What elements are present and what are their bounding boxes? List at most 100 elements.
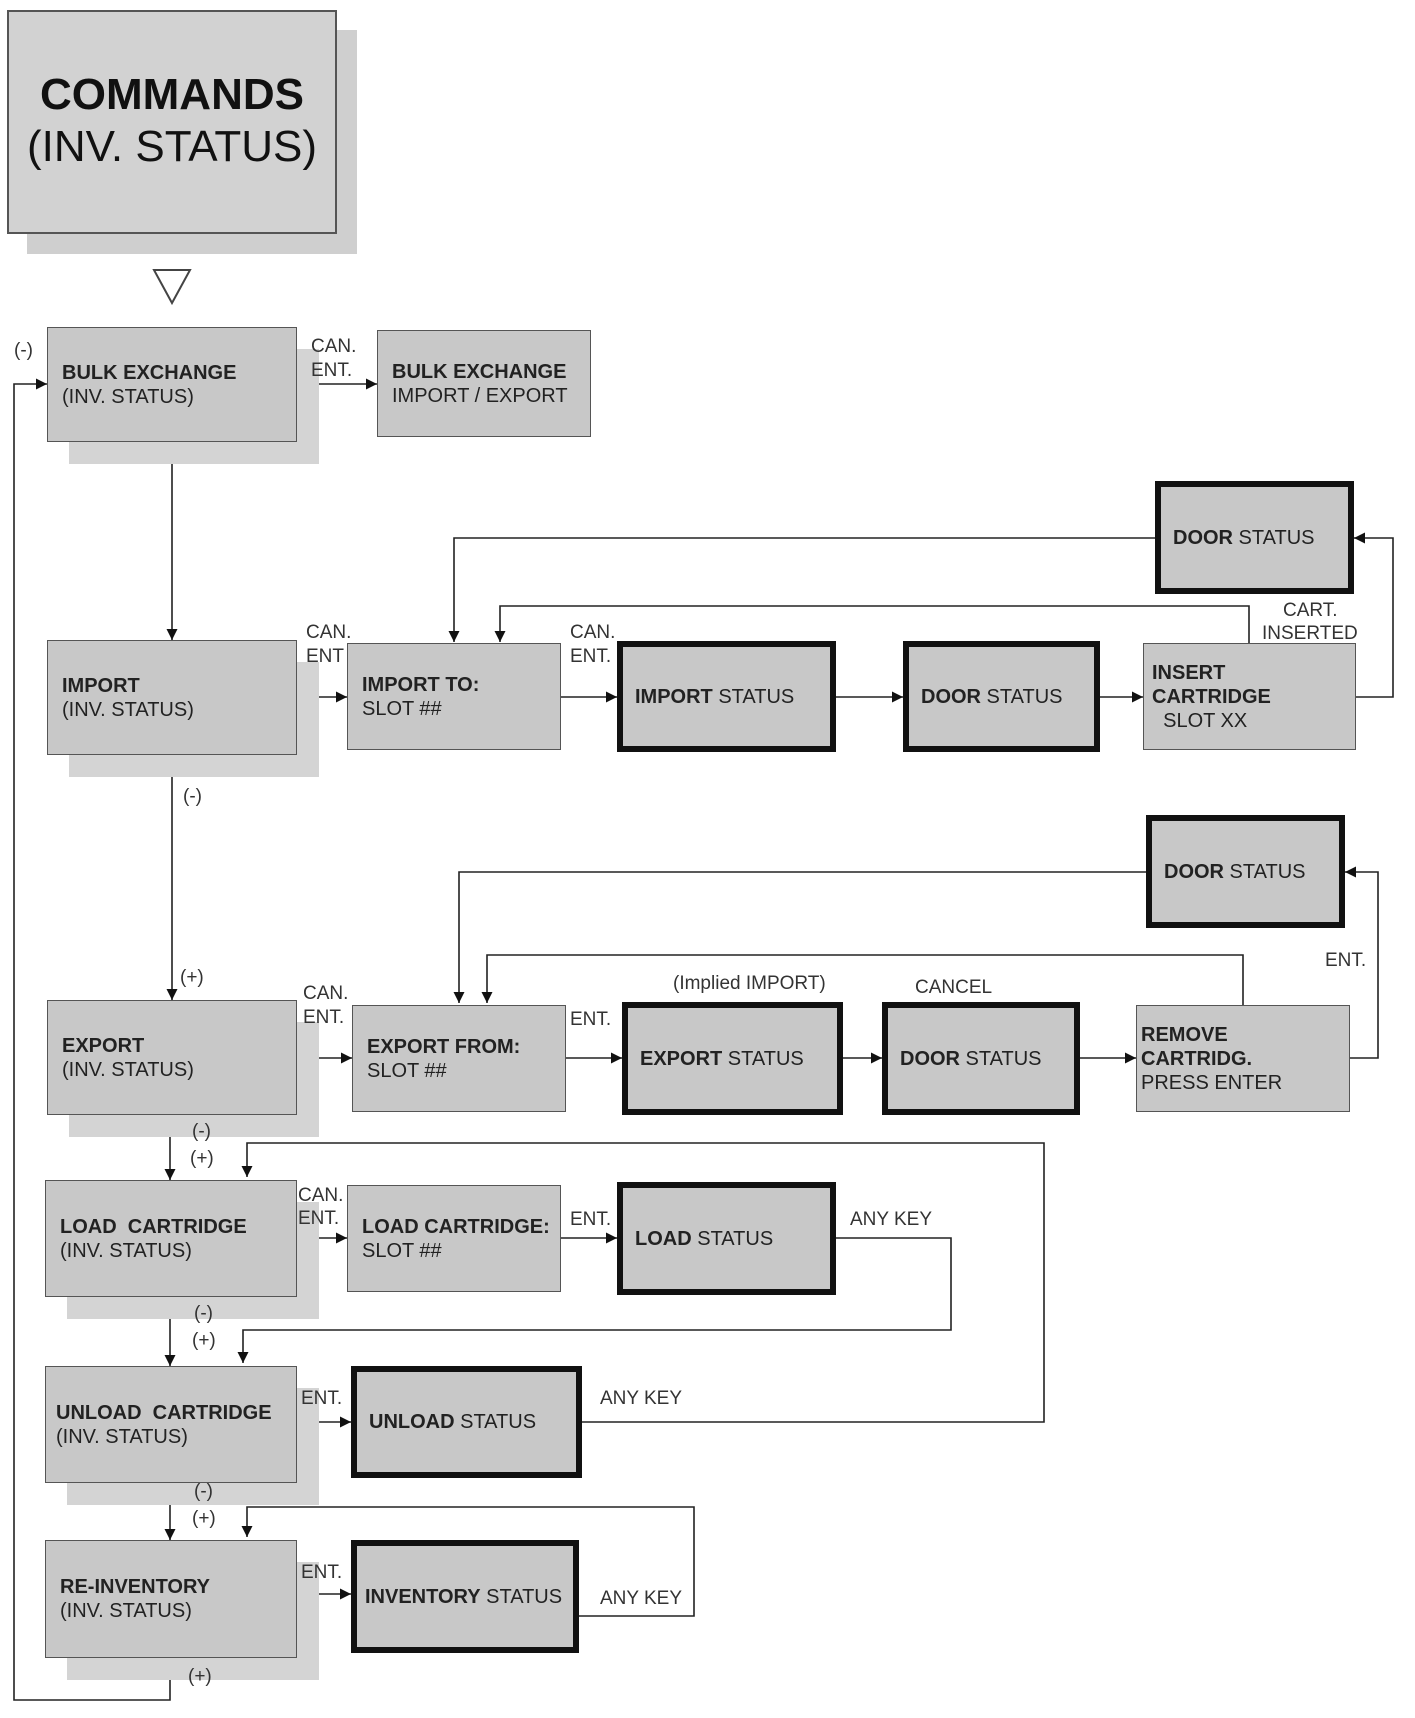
node-bold: DOOR (1164, 860, 1224, 883)
edge-label-minus: (-) (192, 1121, 211, 1142)
unload-cartridge-node: UNLOAD CARTRIDGE(INV. STATUS) (45, 1366, 297, 1483)
node-line: SLOT XX (1152, 709, 1248, 732)
edge-label-plus: (+) (190, 1148, 214, 1169)
edge-label-can: CAN. (303, 983, 349, 1004)
edge-label-cart-inserted: CART. (1283, 600, 1338, 621)
export-status-node: EXPORT STATUS (622, 1002, 843, 1115)
node-bold: IMPORT (635, 685, 713, 708)
node-text: STATUS (454, 1411, 537, 1433)
edge-label-can: CAN. (298, 1185, 344, 1206)
edge-label-plus: (+) (188, 1666, 212, 1687)
edge-label-ent: ENT. (570, 646, 612, 667)
edge-label-ent: ENT. (311, 360, 353, 381)
node-line: RE-INVENTORY (60, 1576, 211, 1598)
edge-label-minus: (-) (183, 786, 202, 807)
commands-title-box: COMMANDS (INV. STATUS) (7, 10, 337, 234)
node-line: EXPORT FROM: (367, 1035, 521, 1058)
title-line-2: (INV. STATUS) (26, 122, 318, 171)
node-bold: INVENTORY (365, 1585, 481, 1608)
export-from-node: EXPORT FROM:SLOT ## (352, 1005, 566, 1112)
node-line: PRESS ENTER (1141, 1071, 1283, 1094)
title-line-1: COMMANDS (40, 70, 304, 119)
edge-label-plus: (+) (180, 967, 204, 988)
node-line: (INV. STATUS) (62, 698, 194, 721)
node-line: LOAD CARTRIDGE (60, 1215, 247, 1238)
edge-label-ent: ENT. (1325, 950, 1367, 971)
node-line: (INV. STATUS) (62, 1058, 194, 1081)
bulk-exchange-node: BULK EXCHANGE(INV. STATUS) (47, 327, 297, 442)
export-node: EXPORT(INV. STATUS) (47, 1000, 297, 1115)
edge-label-ent: ENT. (301, 1562, 343, 1583)
node-text: STATUS (712, 685, 795, 708)
node-bold: LOAD (635, 1227, 692, 1250)
node-line: (INV. STATUS) (56, 1425, 188, 1448)
edge-label-any-key: ANY KEY (600, 1588, 683, 1609)
node-text: STATUS (691, 1227, 774, 1250)
edge-label-plus: (+) (192, 1330, 216, 1351)
node-line: REMOVE (1141, 1023, 1228, 1046)
door-status-node-1: DOOR STATUS (903, 641, 1100, 752)
node-line: (INV. STATUS) (60, 1239, 192, 1262)
node-text: STATUS (960, 1047, 1042, 1070)
node-line: EXPORT (62, 1034, 145, 1057)
edge-label-minus: (-) (14, 340, 33, 361)
edge-label-ent: ENT. (570, 1209, 612, 1230)
edge-label-ent: ENT. (298, 1208, 340, 1229)
node-line: SLOT ## (362, 697, 442, 720)
import-node: IMPORT(INV. STATUS) (47, 640, 297, 755)
node-bold: DOOR (1173, 526, 1233, 549)
edge-label-ent: ENT. (570, 1009, 612, 1030)
edge-label-plus: (+) (192, 1508, 216, 1529)
edge-label-ent: ENT (306, 646, 344, 667)
re-inventory-node: RE-INVENTORY(INV. STATUS) (45, 1540, 297, 1658)
door-status-node-top-1: DOOR STATUS (1155, 481, 1354, 594)
load-cartridge-node: LOAD CARTRIDGE(INV. STATUS) (45, 1180, 297, 1297)
node-line: IMPORT / EXPORT (392, 384, 568, 407)
node-line: INSERT (1152, 661, 1226, 684)
node-line: SLOT ## (367, 1059, 447, 1082)
edge-label-can: CAN. (570, 622, 616, 643)
edge-label-minus: (-) (194, 1481, 213, 1502)
edge-label-any-key: ANY KEY (600, 1388, 683, 1409)
node-line: CARTRIDGE (1152, 685, 1271, 708)
node-bold: UNLOAD (369, 1411, 455, 1433)
edge-label-ent: ENT. (303, 1007, 345, 1028)
node-line: SLOT ## (362, 1239, 442, 1262)
inventory-status-node: INVENTORY STATUS (351, 1540, 579, 1653)
node-text: STATUS (1224, 860, 1306, 883)
edge-label-can: CAN. (311, 336, 357, 357)
edge-label-minus: (-) (194, 1303, 213, 1324)
node-line: IMPORT (62, 674, 140, 697)
node-bold: DOOR (921, 685, 981, 708)
entry-triangle-icon (152, 269, 192, 306)
edge-label-implied-import: (Implied IMPORT) (673, 973, 826, 994)
node-line: (INV. STATUS) (62, 385, 194, 408)
node-line: LOAD CARTRIDGE: (362, 1215, 550, 1238)
node-line: (INV. STATUS) (60, 1600, 192, 1622)
node-bold: DOOR (900, 1047, 960, 1070)
node-line: CARTRIDG. (1141, 1047, 1253, 1070)
node-line: UNLOAD CARTRIDGE (56, 1401, 272, 1424)
edge-label-cart-inserted: INSERTED (1262, 623, 1358, 644)
door-status-node-top-2: DOOR STATUS (1146, 815, 1345, 928)
import-to-node: IMPORT TO:SLOT ## (347, 643, 561, 750)
node-bold: EXPORT (640, 1047, 723, 1070)
node-text: STATUS (722, 1047, 804, 1070)
node-line: BULK EXCHANGE (392, 360, 567, 383)
load-status-node: LOAD STATUS (617, 1182, 836, 1295)
node-line: IMPORT TO: (362, 673, 480, 696)
node-text: STATUS (480, 1585, 563, 1608)
node-line: BULK EXCHANGE (62, 361, 237, 384)
edge-label-ent: ENT. (301, 1388, 343, 1409)
import-status-node: IMPORT STATUS (617, 641, 836, 752)
node-text: STATUS (981, 685, 1063, 708)
edge-label-any-key: ANY KEY (850, 1209, 933, 1230)
load-cartridge-slot-node: LOAD CARTRIDGE:SLOT ## (347, 1185, 561, 1292)
edge-label-can: CAN. (306, 622, 352, 643)
node-text: STATUS (1233, 526, 1315, 549)
edge-label-cancel: CANCEL (915, 977, 993, 998)
